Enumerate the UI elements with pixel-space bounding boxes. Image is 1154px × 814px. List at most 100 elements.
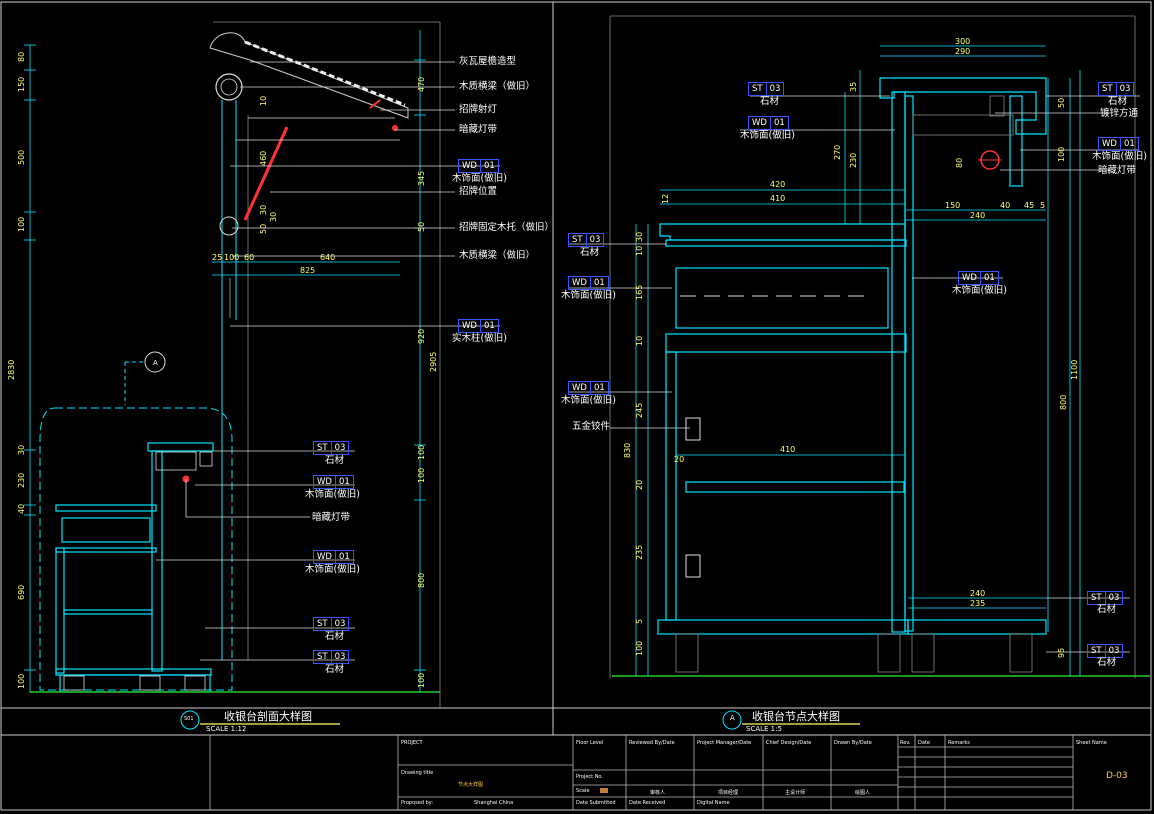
annotation-label: 木饰面(做旧)	[561, 290, 616, 301]
right-leaders	[568, 95, 1140, 653]
dim-text: 500	[17, 150, 26, 165]
dim-text: 30	[635, 232, 644, 242]
tb-date-submitted: Date Submitted	[576, 800, 616, 806]
annotation-label: 木饰面(做旧)	[561, 395, 616, 406]
annotation-label: 木饰面(做旧)	[452, 173, 507, 184]
tb-signature: 主设计师	[785, 790, 806, 796]
annotation-label: 石材	[1097, 657, 1117, 668]
tb-date: Date	[918, 740, 930, 746]
tb-signature: 绘图人	[855, 790, 871, 796]
annotation-label: 暗藏灯带	[312, 512, 351, 523]
dim-text: 2905	[429, 352, 438, 372]
dim-text: 10	[259, 96, 268, 106]
view-scale: SCALE 1:5	[746, 725, 782, 733]
dim-text: 95	[1057, 648, 1066, 658]
dim-text: 345	[417, 171, 426, 186]
annotation-label: 石材	[580, 247, 600, 258]
left-dim-lines	[24, 30, 426, 692]
dim-text: 100	[17, 674, 26, 689]
title-block-grid	[209, 735, 1074, 810]
annotation-label: 招牌位置	[459, 186, 498, 197]
annotation-label: 木饰面(做旧)	[305, 564, 360, 575]
dim-text: 50	[259, 224, 268, 234]
left-dim-texts: 80 150 500 100 2830 30 230 40 690 100 47…	[7, 52, 438, 689]
tb-proposed-value: Shanghai China	[474, 800, 514, 806]
annotation-label: 石材	[325, 631, 345, 642]
tb-project-manager: Project Manager/Date	[697, 740, 752, 746]
dim-text: 80	[955, 158, 964, 168]
view-scale: SCALE 1:12	[206, 725, 246, 733]
dim-text: 800	[1059, 395, 1068, 410]
annotation-label: 暗藏灯带	[1098, 165, 1137, 176]
dim-text: 20	[635, 480, 644, 490]
tb-sheet-number: D-03	[1106, 771, 1128, 781]
view-title: 收银台节点大样图	[752, 709, 840, 723]
dim-text: 150	[945, 201, 960, 210]
dim-text: 410	[770, 194, 785, 203]
right-view-title: A 收银台节点大样图 SCALE 1:5	[722, 709, 860, 733]
scale-swatch	[600, 788, 608, 793]
dim-text: 825	[300, 266, 315, 275]
section-marker-label: A	[153, 359, 158, 367]
dim-text: 35	[849, 82, 858, 92]
annotation-label: 灰瓦屋檐造型	[459, 56, 517, 67]
annotation-label: 石材	[325, 455, 345, 466]
annotation-label: 木饰面(做旧)	[740, 130, 795, 141]
dim-text: 240	[970, 589, 985, 598]
dim-text: 5	[635, 619, 644, 624]
dim-text: 230	[17, 473, 26, 488]
tb-rev: Rev.	[900, 740, 911, 746]
annotation-label: 招牌固定木托（做旧）	[459, 222, 555, 233]
dim-text: 830	[623, 443, 632, 458]
dim-text: 165	[635, 285, 644, 300]
dim-text: 12	[661, 194, 670, 204]
dim-text: 30	[259, 205, 268, 215]
dim-text: 640	[320, 253, 335, 262]
annotation-label: 实木柱(做旧)	[452, 333, 507, 344]
tb-drawn-by: Drawn By/Date	[834, 740, 872, 746]
dim-text: 25	[212, 253, 222, 262]
right-node-drawing	[609, 15, 1150, 678]
tb-floor-level: Floor Level	[576, 740, 604, 746]
left-section-drawing	[30, 21, 441, 708]
tb-chief-design: Chief Design/Date	[766, 740, 812, 746]
annotation-label: 招牌射灯	[459, 104, 498, 115]
annotation-label: 木饰面(做旧)	[952, 285, 1007, 296]
dim-text: 470	[417, 77, 426, 92]
tb-signature: 项目经理	[718, 790, 739, 796]
dim-text: 245	[635, 403, 644, 418]
tb-remarks: Remarks	[948, 740, 970, 746]
annotation-label: 石材	[325, 664, 345, 675]
dim-text: 300	[955, 37, 970, 46]
tb-drawing-title-value: 节点大样图	[458, 782, 484, 788]
annotation-label: 木质横梁（做旧）	[459, 250, 536, 261]
dim-text: 2830	[7, 360, 16, 380]
dim-text: 60	[244, 253, 254, 262]
annotation-label: 石材	[1108, 96, 1128, 107]
dim-text: 40	[1000, 201, 1010, 210]
dim-text: 5	[1040, 201, 1045, 210]
tb-scale: Scale	[576, 788, 590, 794]
annotation-label: 木饰面(做旧)	[305, 489, 360, 500]
annotation-label: 石材	[760, 96, 780, 107]
dim-text: 100	[635, 641, 644, 656]
dim-text: 290	[955, 47, 970, 56]
dim-text: 45	[1024, 201, 1034, 210]
dim-text: 235	[970, 599, 985, 608]
dim-text: 690	[17, 585, 26, 600]
dim-text: 100	[1057, 147, 1066, 162]
dim-text: 100	[224, 253, 239, 262]
tb-digital-name: Digital Name	[697, 800, 730, 806]
